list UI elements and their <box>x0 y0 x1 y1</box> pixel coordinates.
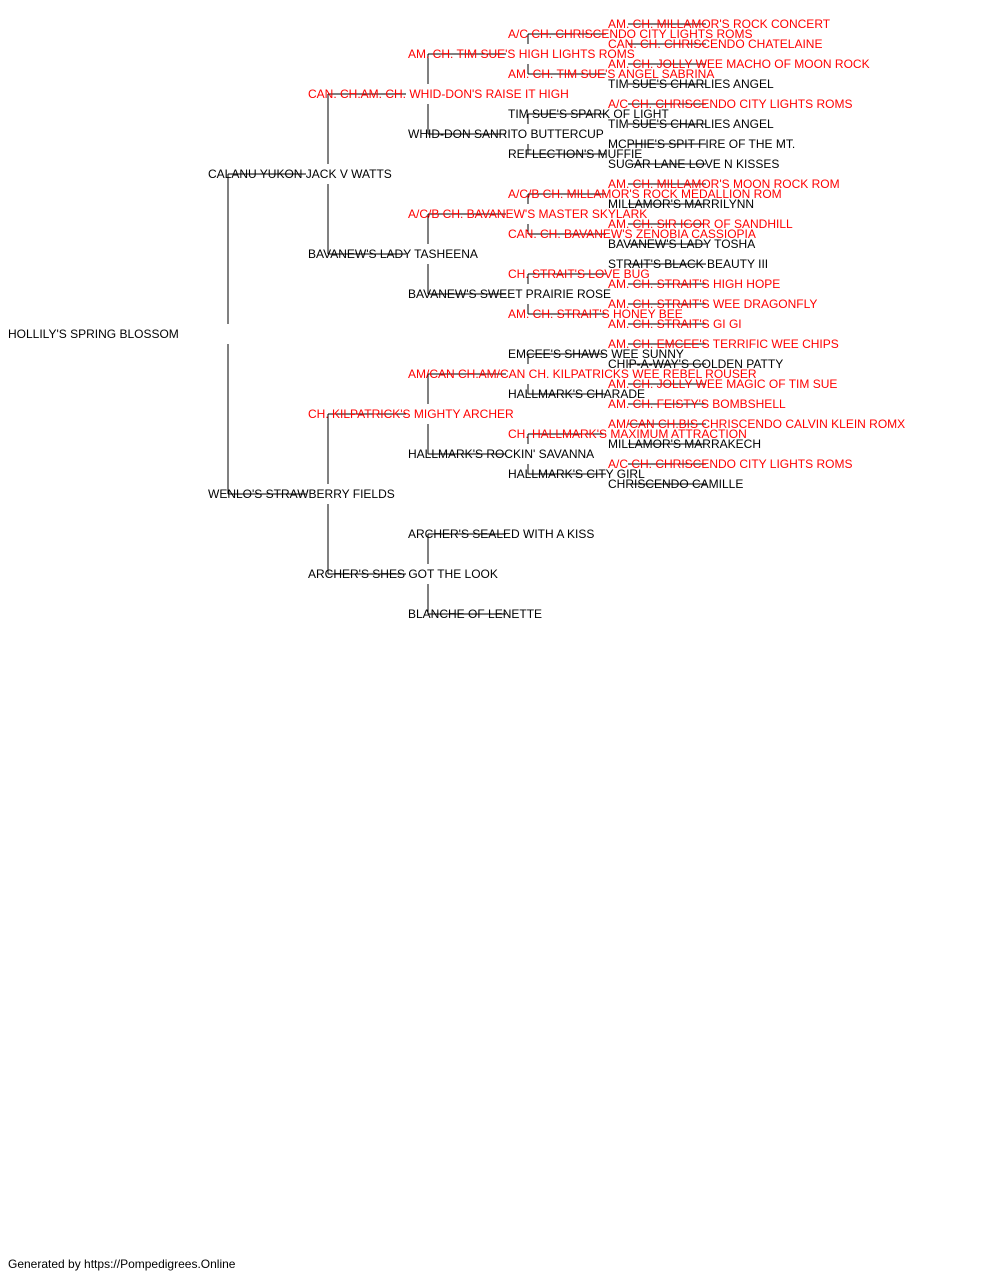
dam-name: WHID-DON SANRITO BUTTERCUP <box>408 127 604 141</box>
sire-name: A/C CH. CHRISCENDO CITY LIGHTS ROMS <box>608 97 853 111</box>
sire-name: A/C/B CH. BAVANEW'S MASTER SKYLARK <box>408 207 648 221</box>
dam-name: TIM SUE'S CHARLIES ANGEL <box>608 77 774 91</box>
dam-name: AM. CH. STRAIT'S HONEY BEE <box>508 307 683 321</box>
sire-name: AM/CAN CH.BIS CHRISCENDO CALVIN KLEIN RO… <box>608 417 906 431</box>
sire-name: CH. STRAIT'S LOVE BUG <box>508 267 650 281</box>
sire-name: AM. CH. MILLAMOR'S ROCK CONCERT <box>608 17 831 31</box>
sire-name: AM. CH. SIR IGOR OF SANDHILL <box>608 217 793 231</box>
dam-name: REFLECTION'S MUFFIE <box>508 147 643 161</box>
dam-name: CHIP-A-WAY'S GOLDEN PATTY <box>608 357 784 371</box>
dam-name: CHRISCENDO CAMILLE <box>608 477 744 491</box>
sire-name: AM. CH. JOLLY WEE MAGIC OF TIM SUE <box>608 377 838 391</box>
sire-name: A/C CH. CHRISCENDO CITY LIGHTS ROMS <box>508 27 753 41</box>
dam-name: SUGAR LANE LOVE N KISSES <box>608 157 780 171</box>
dam-name: HALLMARK'S CHARADE <box>508 387 645 401</box>
sire-name: AM/CAN CH.AM/CAN CH. KILPATRICKS WEE REB… <box>408 367 757 381</box>
sire-name: AM. CH. EMCEE'S TERRIFIC WEE CHIPS <box>608 337 839 351</box>
sire-name: AM. CH. JOLLY WEE MACHO OF MOON ROCK <box>608 57 870 71</box>
dam-name: HALLMARK'S CITY GIRL <box>508 467 645 481</box>
dam-name: BLANCHE OF LENETTE <box>408 607 543 621</box>
sire-name: AM. CH. TIM SUE'S HIGH LIGHTS ROMS <box>408 47 635 61</box>
dam-name: TIM SUE'S CHARLIES ANGEL <box>608 117 774 131</box>
sire-name: TIM SUE'S SPARK OF LIGHT <box>508 107 669 121</box>
sire-name: AM. CH. STRAIT'S WEE DRAGONFLY <box>608 297 818 311</box>
dam-name: WENLO'S STRAWBERRY FIELDS <box>208 487 395 501</box>
dam-name: ARCHER'S SHES GOT THE LOOK <box>308 567 498 581</box>
dam-name: AM. CH. STRAIT'S GI GI <box>608 317 742 331</box>
sire-name: AM. CH. MILLAMOR'S MOON ROCK ROM <box>608 177 840 191</box>
dam-name: BAVANEW'S LADY TASHEENA <box>308 247 478 261</box>
generator-credit: Generated by https://Pompedigrees.Online <box>8 1257 236 1271</box>
sire-name: MCPHIE'S SPIT FIRE OF THE MT. <box>608 137 796 151</box>
dam-name: AM. CH. FEISTY'S BOMBSHELL <box>608 397 786 411</box>
sire-name: ARCHER'S SEALED WITH A KISS <box>408 527 595 541</box>
dam-name: CAN. CH. CHRISCENDO CHATELAINE <box>608 37 823 51</box>
sire-name: A/C/B CH. MILLAMOR'S ROCK MEDALLION ROM <box>508 187 782 201</box>
sire-name: CH. HALLMARK'S MAXIMUM ATTRACTION <box>508 427 747 441</box>
sire-name: CH. KILPATRICK'S MIGHTY ARCHER <box>308 407 514 421</box>
sire-name: STRAIT'S BLACK BEAUTY III <box>608 257 769 271</box>
dam-name: BAVANEW'S SWEET PRAIRIE ROSE <box>408 287 611 301</box>
dam-name: CAN. CH. BAVANEW'S ZENOBIA CASSIOPIA <box>508 227 756 241</box>
dam-name: MILLAMOR'S MARRILYNN <box>608 197 755 211</box>
sire-name: CAN. CH.AM. CH. WHID-DON'S RAISE IT HIGH <box>308 87 569 101</box>
dam-name: HALLMARK'S ROCKIN' SAVANNA <box>408 447 595 461</box>
subject-dog-name: HOLLILY'S SPRING BLOSSOM <box>8 327 179 341</box>
sire-name: CALANU YUKON JACK V WATTS <box>208 167 392 181</box>
dam-name: AM. CH. STRAIT'S HIGH HOPE <box>608 277 781 291</box>
dam-name: BAVANEW'S LADY TOSHA <box>608 237 756 251</box>
sire-name: A/C CH. CHRISCENDO CITY LIGHTS ROMS <box>608 457 853 471</box>
sire-name: EMCEE'S SHAWS WEE SUNNY <box>508 347 684 361</box>
dam-name: MILLAMOR'S MARRAKECH <box>608 437 761 451</box>
dam-name: AM. CH. TIM SUE'S ANGEL SABRINA <box>508 67 715 81</box>
